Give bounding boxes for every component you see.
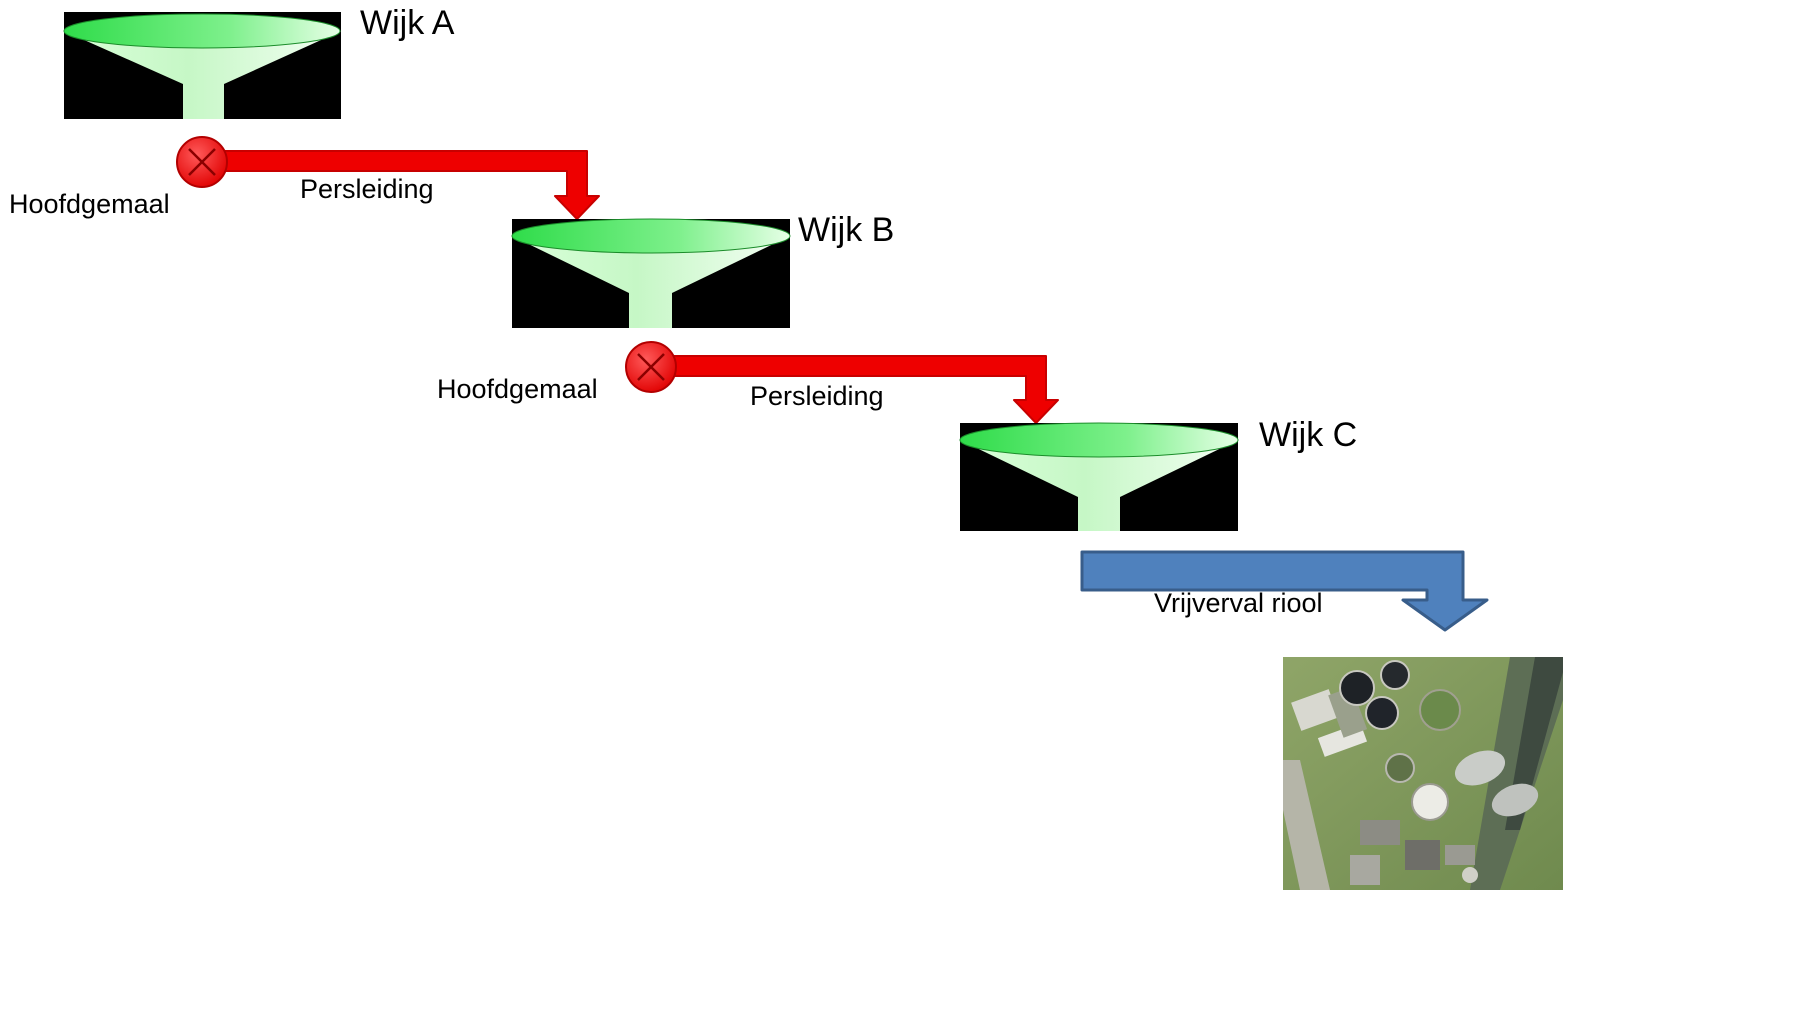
funnel-icon-wijk-a bbox=[63, 12, 341, 119]
gravity-sewer-arrow bbox=[1080, 550, 1489, 632]
district-label-wijk-a: Wijk A bbox=[360, 4, 455, 42]
pump-label-2: Hoofdgemaal bbox=[437, 374, 598, 404]
funnel-icon-wijk-c bbox=[959, 422, 1239, 531]
district-label-wijk-b: Wijk B bbox=[798, 211, 894, 249]
district-label-wijk-c: Wijk C bbox=[1259, 416, 1357, 454]
pump-station-icon bbox=[176, 136, 228, 188]
treatment-plant-photo bbox=[1283, 657, 1563, 890]
gravity-sewer-label: Vrijverval riool bbox=[1154, 588, 1323, 618]
pressure-main-arrow-2 bbox=[653, 355, 1059, 424]
pressure-main-label-1: Persleiding bbox=[300, 174, 434, 204]
pump-station-icon bbox=[625, 341, 677, 393]
funnel-icon-wijk-b bbox=[511, 218, 791, 328]
pressure-main-arrow-1 bbox=[204, 150, 600, 220]
pressure-main-label-2: Persleiding bbox=[750, 381, 884, 411]
pump-label-1: Hoofdgemaal bbox=[9, 189, 170, 219]
